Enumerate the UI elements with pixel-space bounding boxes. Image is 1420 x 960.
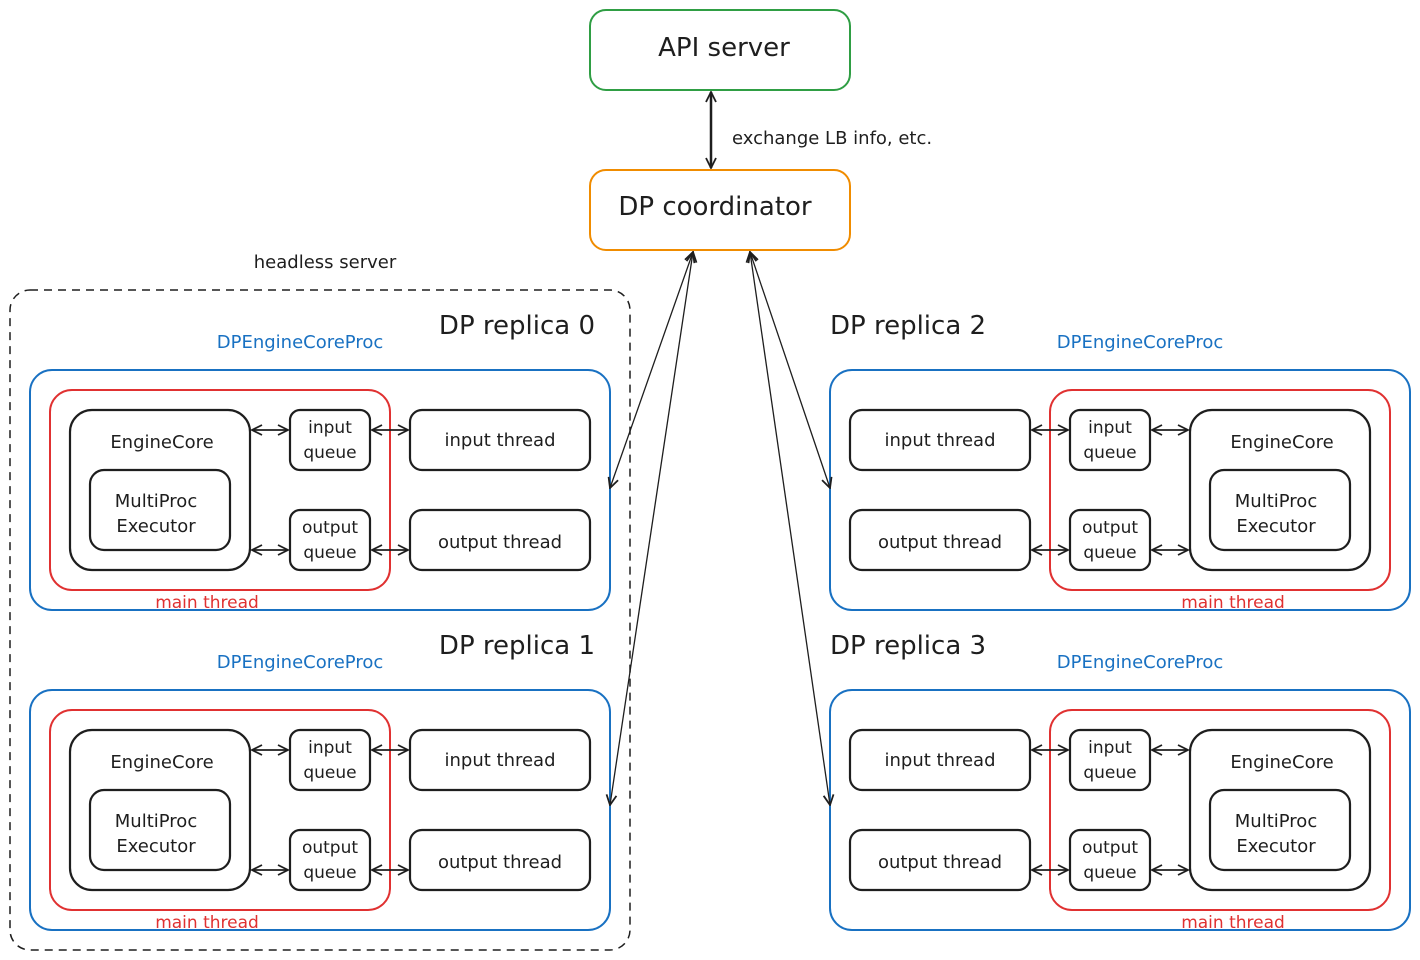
engine-core-proc-box bbox=[829, 689, 1411, 931]
engine-core-label: EngineCore bbox=[1230, 752, 1333, 773]
output-queue-box bbox=[1068, 828, 1152, 892]
replica-title: DP replica 0 bbox=[439, 311, 595, 341]
main-thread-box bbox=[1049, 709, 1391, 911]
output-queue-label-2: queue bbox=[1083, 543, 1136, 563]
main-thread-label: main thread bbox=[155, 593, 259, 613]
executor-label-line1: MultiProc bbox=[1235, 491, 1317, 512]
input-queue-label-2: queue bbox=[303, 443, 356, 463]
executor-label-line2: Executor bbox=[1236, 516, 1316, 537]
output-queue-label-1: output bbox=[302, 838, 358, 858]
output-queue-box bbox=[288, 508, 372, 572]
main-thread-label: main thread bbox=[1181, 593, 1285, 613]
main-thread-box bbox=[1049, 389, 1391, 591]
link-replica-0 bbox=[610, 252, 693, 488]
input-thread-label: input thread bbox=[444, 750, 555, 771]
input-queue-label-2: queue bbox=[303, 763, 356, 783]
executor-label-line1: MultiProc bbox=[115, 811, 197, 832]
replica-title: DP replica 2 bbox=[830, 311, 986, 341]
executor-label-line2: Executor bbox=[116, 516, 196, 537]
multiproc-executor-box bbox=[88, 468, 232, 552]
output-queue-box bbox=[1068, 508, 1152, 572]
output-thread-box bbox=[848, 828, 1032, 892]
dp-coordinator-node: DP coordinator bbox=[589, 169, 851, 251]
multiproc-executor-box bbox=[1208, 788, 1352, 872]
engine-core-proc-box bbox=[829, 369, 1411, 611]
link-replica-2 bbox=[750, 252, 830, 488]
executor-label-line2: Executor bbox=[116, 836, 196, 857]
input-thread-box bbox=[408, 728, 592, 792]
output-thread-box bbox=[408, 828, 592, 892]
output-thread-box bbox=[408, 508, 592, 572]
input-queue-label-2: queue bbox=[1083, 443, 1136, 463]
input-queue-label-1: input bbox=[1088, 738, 1132, 758]
engine-core-box bbox=[68, 728, 252, 892]
output-thread-box bbox=[848, 508, 1032, 572]
main-thread-box bbox=[49, 709, 391, 911]
headless-server-label: headless server bbox=[254, 252, 397, 273]
input-thread-label: input thread bbox=[884, 750, 995, 771]
input-queue-label-1: input bbox=[308, 418, 352, 438]
executor-label-line1: MultiProc bbox=[1235, 811, 1317, 832]
engine-core-box bbox=[68, 408, 252, 572]
dp-coordinator-label: DP coordinator bbox=[618, 192, 812, 222]
main-thread-box bbox=[49, 389, 391, 591]
output-queue-label-1: output bbox=[1082, 838, 1138, 858]
input-queue-label-2: queue bbox=[1083, 763, 1136, 783]
engine-core-box bbox=[1188, 728, 1372, 892]
engine-core-proc-box bbox=[29, 689, 611, 931]
dp-replica-1: main thread DPEngineCoreProc DP replica 1 E… bbox=[29, 631, 611, 933]
engine-core-proc-label: DPEngineCoreProc bbox=[1057, 652, 1224, 673]
link-label: exchange LB info, etc. bbox=[732, 128, 932, 149]
engine-core-proc-label: DPEngineCoreProc bbox=[217, 332, 384, 353]
input-queue-box bbox=[1068, 408, 1152, 472]
engine-core-label: EngineCore bbox=[1230, 432, 1333, 453]
output-queue-label-1: output bbox=[302, 518, 358, 538]
output-thread-label: output thread bbox=[438, 532, 562, 553]
output-thread-label: output thread bbox=[878, 532, 1002, 553]
output-queue-label-2: queue bbox=[303, 863, 356, 883]
input-queue-label-1: input bbox=[1088, 418, 1132, 438]
engine-core-proc-box bbox=[29, 369, 611, 611]
api-server-node: API server bbox=[589, 9, 851, 91]
replica-title: DP replica 3 bbox=[830, 631, 986, 661]
input-thread-label: input thread bbox=[884, 430, 995, 451]
engine-core-label: EngineCore bbox=[110, 752, 213, 773]
multiproc-executor-box bbox=[88, 788, 232, 872]
multiproc-executor-box bbox=[1208, 468, 1352, 552]
main-thread-label: main thread bbox=[1181, 913, 1285, 933]
output-queue-label-2: queue bbox=[1083, 863, 1136, 883]
engine-core-proc-label: DPEngineCoreProc bbox=[1057, 332, 1224, 353]
executor-label-line1: MultiProc bbox=[115, 491, 197, 512]
link-replica-3 bbox=[750, 252, 830, 805]
input-queue-box bbox=[288, 408, 372, 472]
engine-core-proc-label: DPEngineCoreProc bbox=[217, 652, 384, 673]
engine-core-box bbox=[1188, 408, 1372, 572]
input-queue-label-1: input bbox=[308, 738, 352, 758]
output-thread-label: output thread bbox=[438, 852, 562, 873]
dp-replica-3: main thread DPEngineCoreProc DP replica 3 E… bbox=[829, 631, 1411, 933]
main-thread-label: main thread bbox=[155, 913, 259, 933]
executor-label-line2: Executor bbox=[1236, 836, 1316, 857]
output-queue-label-2: queue bbox=[303, 543, 356, 563]
output-queue-box bbox=[288, 828, 372, 892]
input-thread-box bbox=[848, 728, 1032, 792]
dp-replica-2: main thread DPEngineCoreProc DP replica 2 E… bbox=[829, 311, 1411, 613]
coordinator-links bbox=[610, 252, 830, 805]
output-thread-label: output thread bbox=[878, 852, 1002, 873]
output-queue-label-1: output bbox=[1082, 518, 1138, 538]
input-queue-box bbox=[288, 728, 372, 792]
link-replica-1 bbox=[610, 252, 693, 805]
input-queue-box bbox=[1068, 728, 1152, 792]
input-thread-box bbox=[408, 408, 592, 472]
api-server-label: API server bbox=[658, 33, 790, 63]
input-thread-box bbox=[848, 408, 1032, 472]
replica-title: DP replica 1 bbox=[439, 631, 595, 661]
dp-replica-0: main thread DPEngineCoreProc DP replica 0 E… bbox=[29, 311, 611, 613]
input-thread-label: input thread bbox=[444, 430, 555, 451]
engine-core-label: EngineCore bbox=[110, 432, 213, 453]
